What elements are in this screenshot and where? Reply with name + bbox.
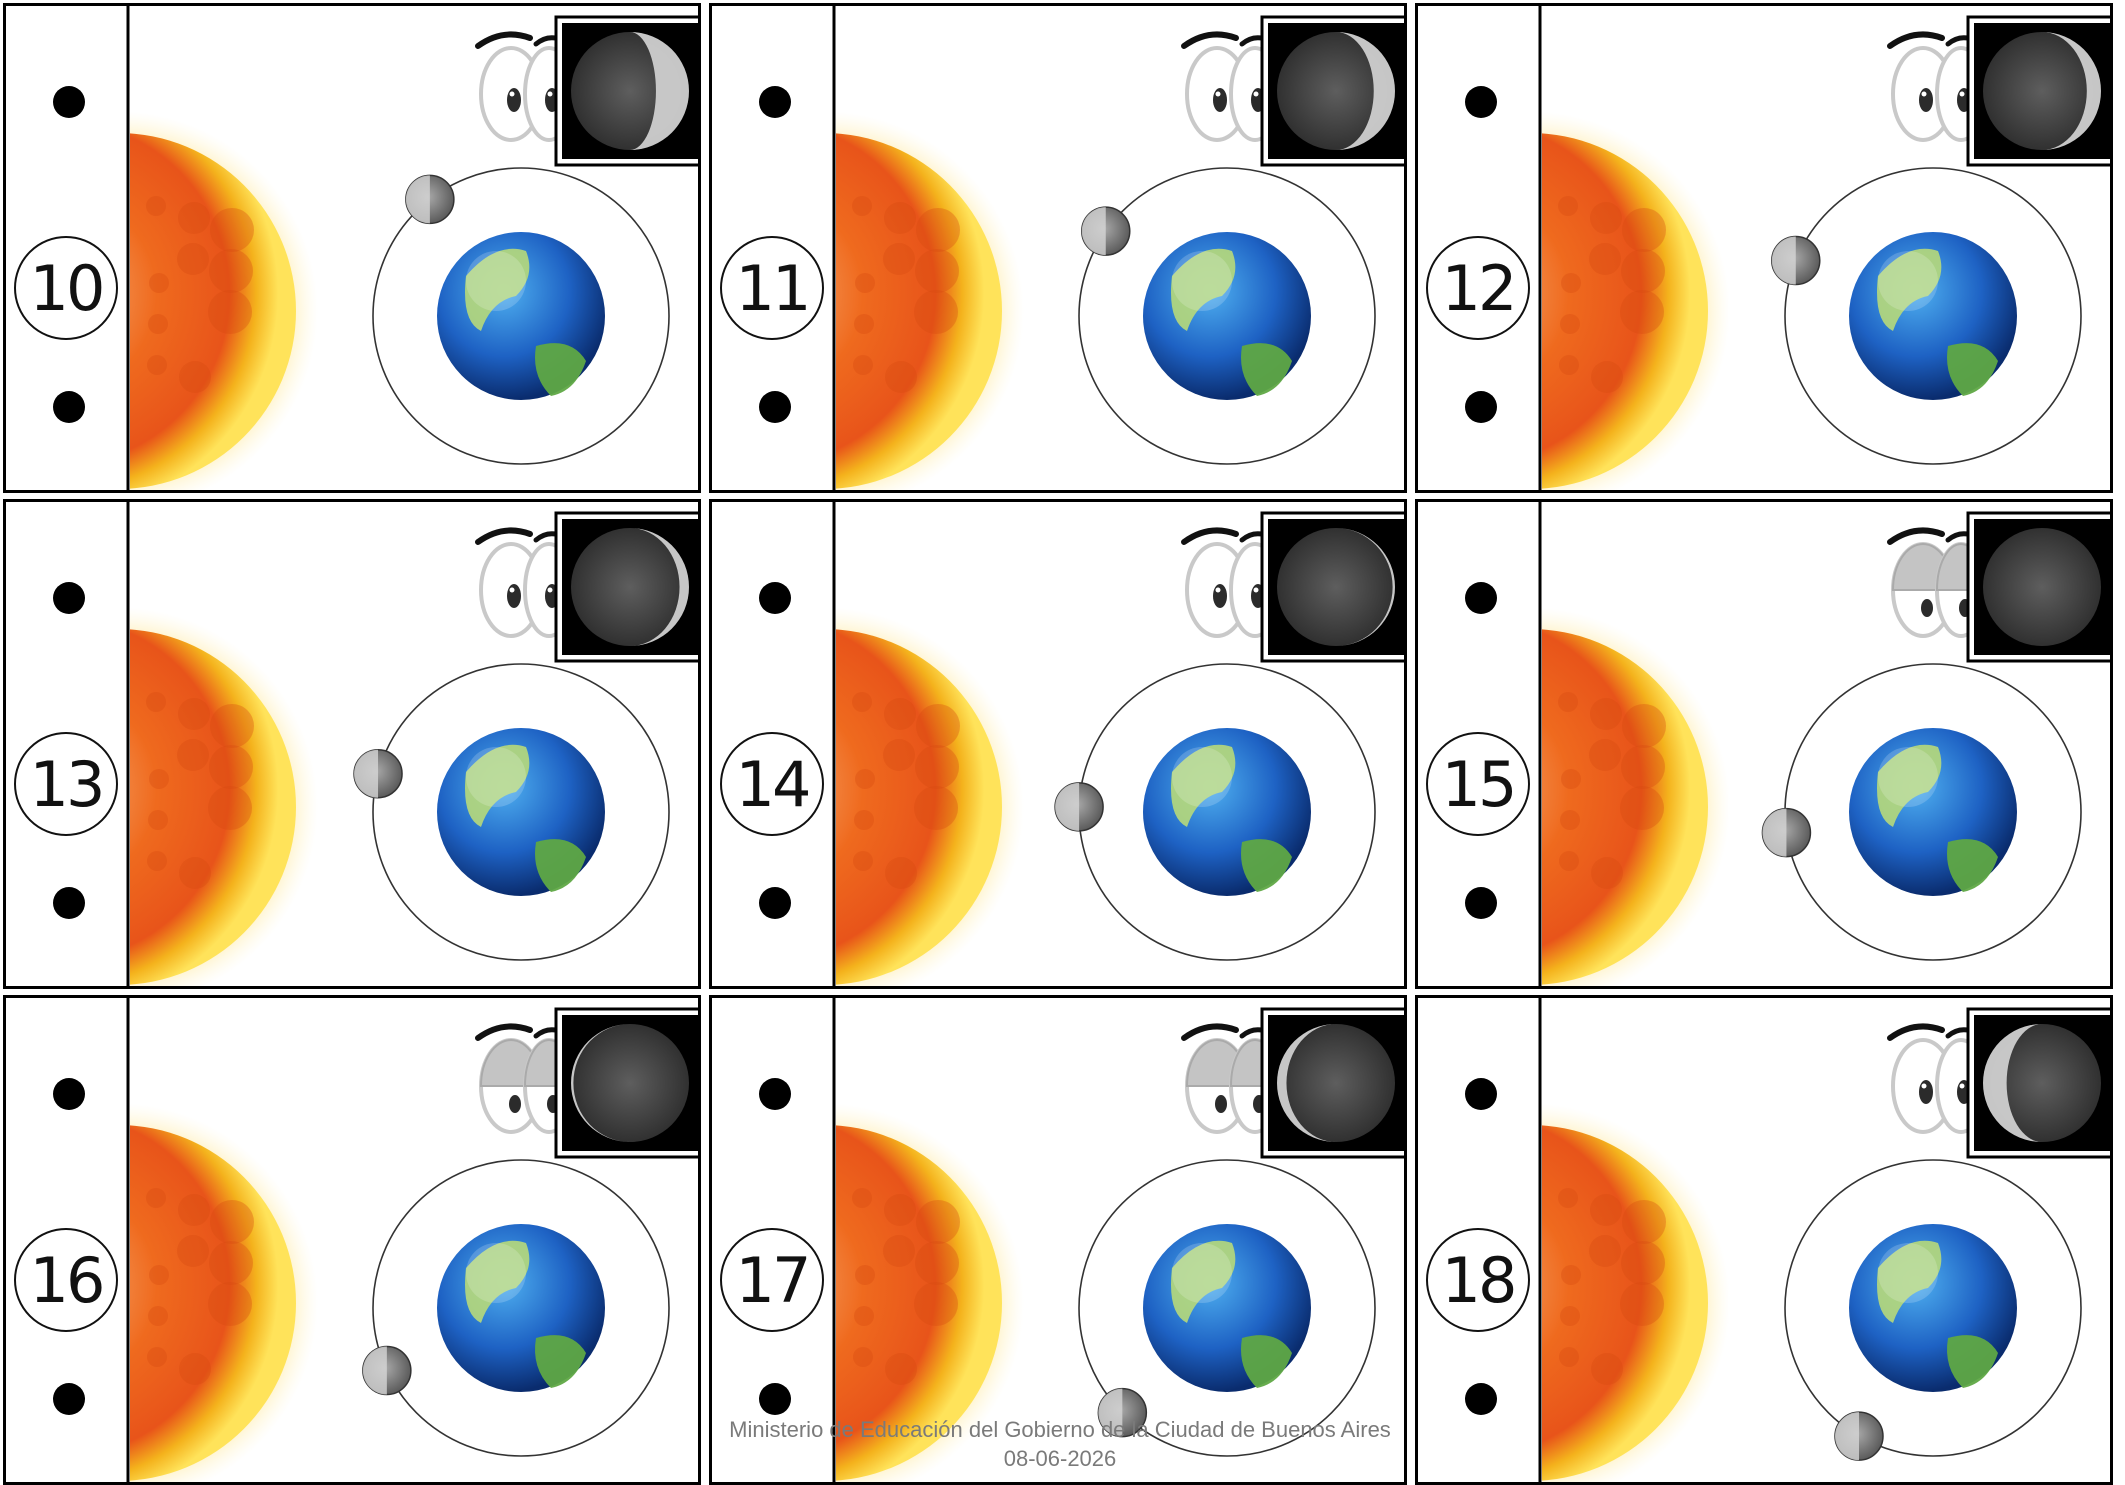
phase-moon-icon xyxy=(571,528,689,646)
card-number: 13 xyxy=(14,732,118,836)
phase-lit-crescent xyxy=(1983,1024,2042,1142)
phase-lit-crescent xyxy=(630,528,689,646)
phase-lit-crescent xyxy=(2042,32,2101,150)
sun-icon xyxy=(1542,111,1730,490)
card-number: 10 xyxy=(14,236,118,340)
orbit-moon-icon xyxy=(353,748,403,799)
phase-lit-crescent xyxy=(1277,1024,1336,1142)
footer-credit: Ministerio de Educación del Gobierno de … xyxy=(620,1415,1500,1473)
punch-hole-dot xyxy=(1465,887,1497,919)
punch-hole-dot xyxy=(759,582,791,614)
phase-lit-crescent xyxy=(1336,32,1395,150)
phase-card: 17 xyxy=(709,995,1407,1485)
moon-phase-panel xyxy=(1966,1007,2110,1159)
phase-card: 15 xyxy=(1415,499,2113,989)
card-number: 16 xyxy=(14,1228,118,1332)
orbit-moon-icon xyxy=(1761,807,1812,858)
earth-icon xyxy=(437,1224,605,1392)
phase-moon-icon xyxy=(571,1024,689,1142)
moon-phase-panel xyxy=(1966,511,2110,663)
card-number: 18 xyxy=(1426,1228,1530,1332)
card-number: 15 xyxy=(1426,732,1530,836)
moon-orbit xyxy=(372,1159,670,1457)
phase-moon-icon xyxy=(1983,32,2101,150)
earth-icon xyxy=(1143,232,1311,400)
phase-card: 16 xyxy=(3,995,701,1485)
moon-orbit xyxy=(1078,1159,1376,1457)
moon-phase-panel xyxy=(554,15,698,167)
moon-phase-panel xyxy=(1966,15,2110,167)
moon-orbit xyxy=(372,167,670,465)
orbit-moon-icon xyxy=(1771,235,1821,286)
sun-icon xyxy=(836,607,1024,986)
phase-moon-icon xyxy=(1277,1024,1395,1142)
orbit-moon-icon xyxy=(405,174,455,225)
phase-moon-icon xyxy=(1983,528,2101,646)
punch-hole-dot xyxy=(1465,86,1497,118)
earth-icon xyxy=(1143,728,1311,896)
phase-card: 11 xyxy=(709,3,1407,493)
punch-hole-dot xyxy=(759,1383,791,1415)
punch-hole-dot xyxy=(1465,582,1497,614)
card-number: 14 xyxy=(720,732,824,836)
card-number: 17 xyxy=(720,1228,824,1332)
phase-card: 12 xyxy=(1415,3,2113,493)
moon-orbit xyxy=(1078,167,1376,465)
phase-card: 18 xyxy=(1415,995,2113,1485)
punch-hole-dot xyxy=(759,887,791,919)
card-number: 11 xyxy=(720,236,824,340)
phase-lit-crescent xyxy=(630,32,689,150)
punch-hole-dot xyxy=(759,1078,791,1110)
punch-hole-dot xyxy=(1465,1383,1497,1415)
cartoon-eyes-icon xyxy=(1181,31,1281,142)
footer-line-ministry: Ministerio de Educación del Gobierno de … xyxy=(729,1417,1391,1442)
orbit-moon-icon xyxy=(1097,1387,1148,1438)
moon-phase-panel xyxy=(554,1007,698,1159)
punch-hole-dot xyxy=(53,887,85,919)
phase-moon-icon xyxy=(1983,1024,2101,1142)
moon-phase-panel xyxy=(1260,1007,1404,1159)
phase-card: 14 xyxy=(709,499,1407,989)
punch-hole-dot xyxy=(53,391,85,423)
footer-line-date: 08-06-2026 xyxy=(1003,1446,1117,1471)
earth-icon xyxy=(437,728,605,896)
moon-phase-panel xyxy=(1260,511,1404,663)
sun-icon xyxy=(836,1103,1024,1482)
punch-hole-dot xyxy=(759,86,791,118)
orbit-moon-icon xyxy=(1054,782,1104,832)
orbit-moon-icon xyxy=(1834,1411,1884,1461)
card-number: 12 xyxy=(1426,236,1530,340)
phase-moon-icon xyxy=(1277,32,1395,150)
moon-phase-panel xyxy=(554,511,698,663)
sun-icon xyxy=(130,607,318,986)
punch-hole-dot xyxy=(53,582,85,614)
earth-icon xyxy=(437,232,605,400)
moon-orbit xyxy=(1784,167,2082,465)
punch-hole-dot xyxy=(53,1078,85,1110)
punch-hole-dot xyxy=(1465,1078,1497,1110)
sun-icon xyxy=(1542,1103,1730,1482)
orbit-moon-icon xyxy=(1081,206,1131,256)
punch-hole-dot xyxy=(53,86,85,118)
earth-icon xyxy=(1849,728,2017,896)
moon-phase-panel xyxy=(1260,15,1404,167)
earth-icon xyxy=(1849,1224,2017,1392)
sun-icon xyxy=(836,111,1024,490)
sun-icon xyxy=(130,1103,318,1482)
sun-icon xyxy=(1542,607,1730,986)
punch-hole-dot xyxy=(759,391,791,423)
punch-hole-dot xyxy=(53,1383,85,1415)
earth-icon xyxy=(1143,1224,1311,1392)
orbit-moon-icon xyxy=(362,1345,412,1396)
punch-hole-dot xyxy=(1465,391,1497,423)
moon-orbit xyxy=(372,663,670,961)
phase-moon-icon xyxy=(1277,528,1395,646)
phase-card: 10 xyxy=(3,3,701,493)
sun-icon xyxy=(130,111,318,490)
moon-orbit xyxy=(1784,1159,2082,1457)
earth-icon xyxy=(1849,232,2017,400)
phase-card: 13 xyxy=(3,499,701,989)
